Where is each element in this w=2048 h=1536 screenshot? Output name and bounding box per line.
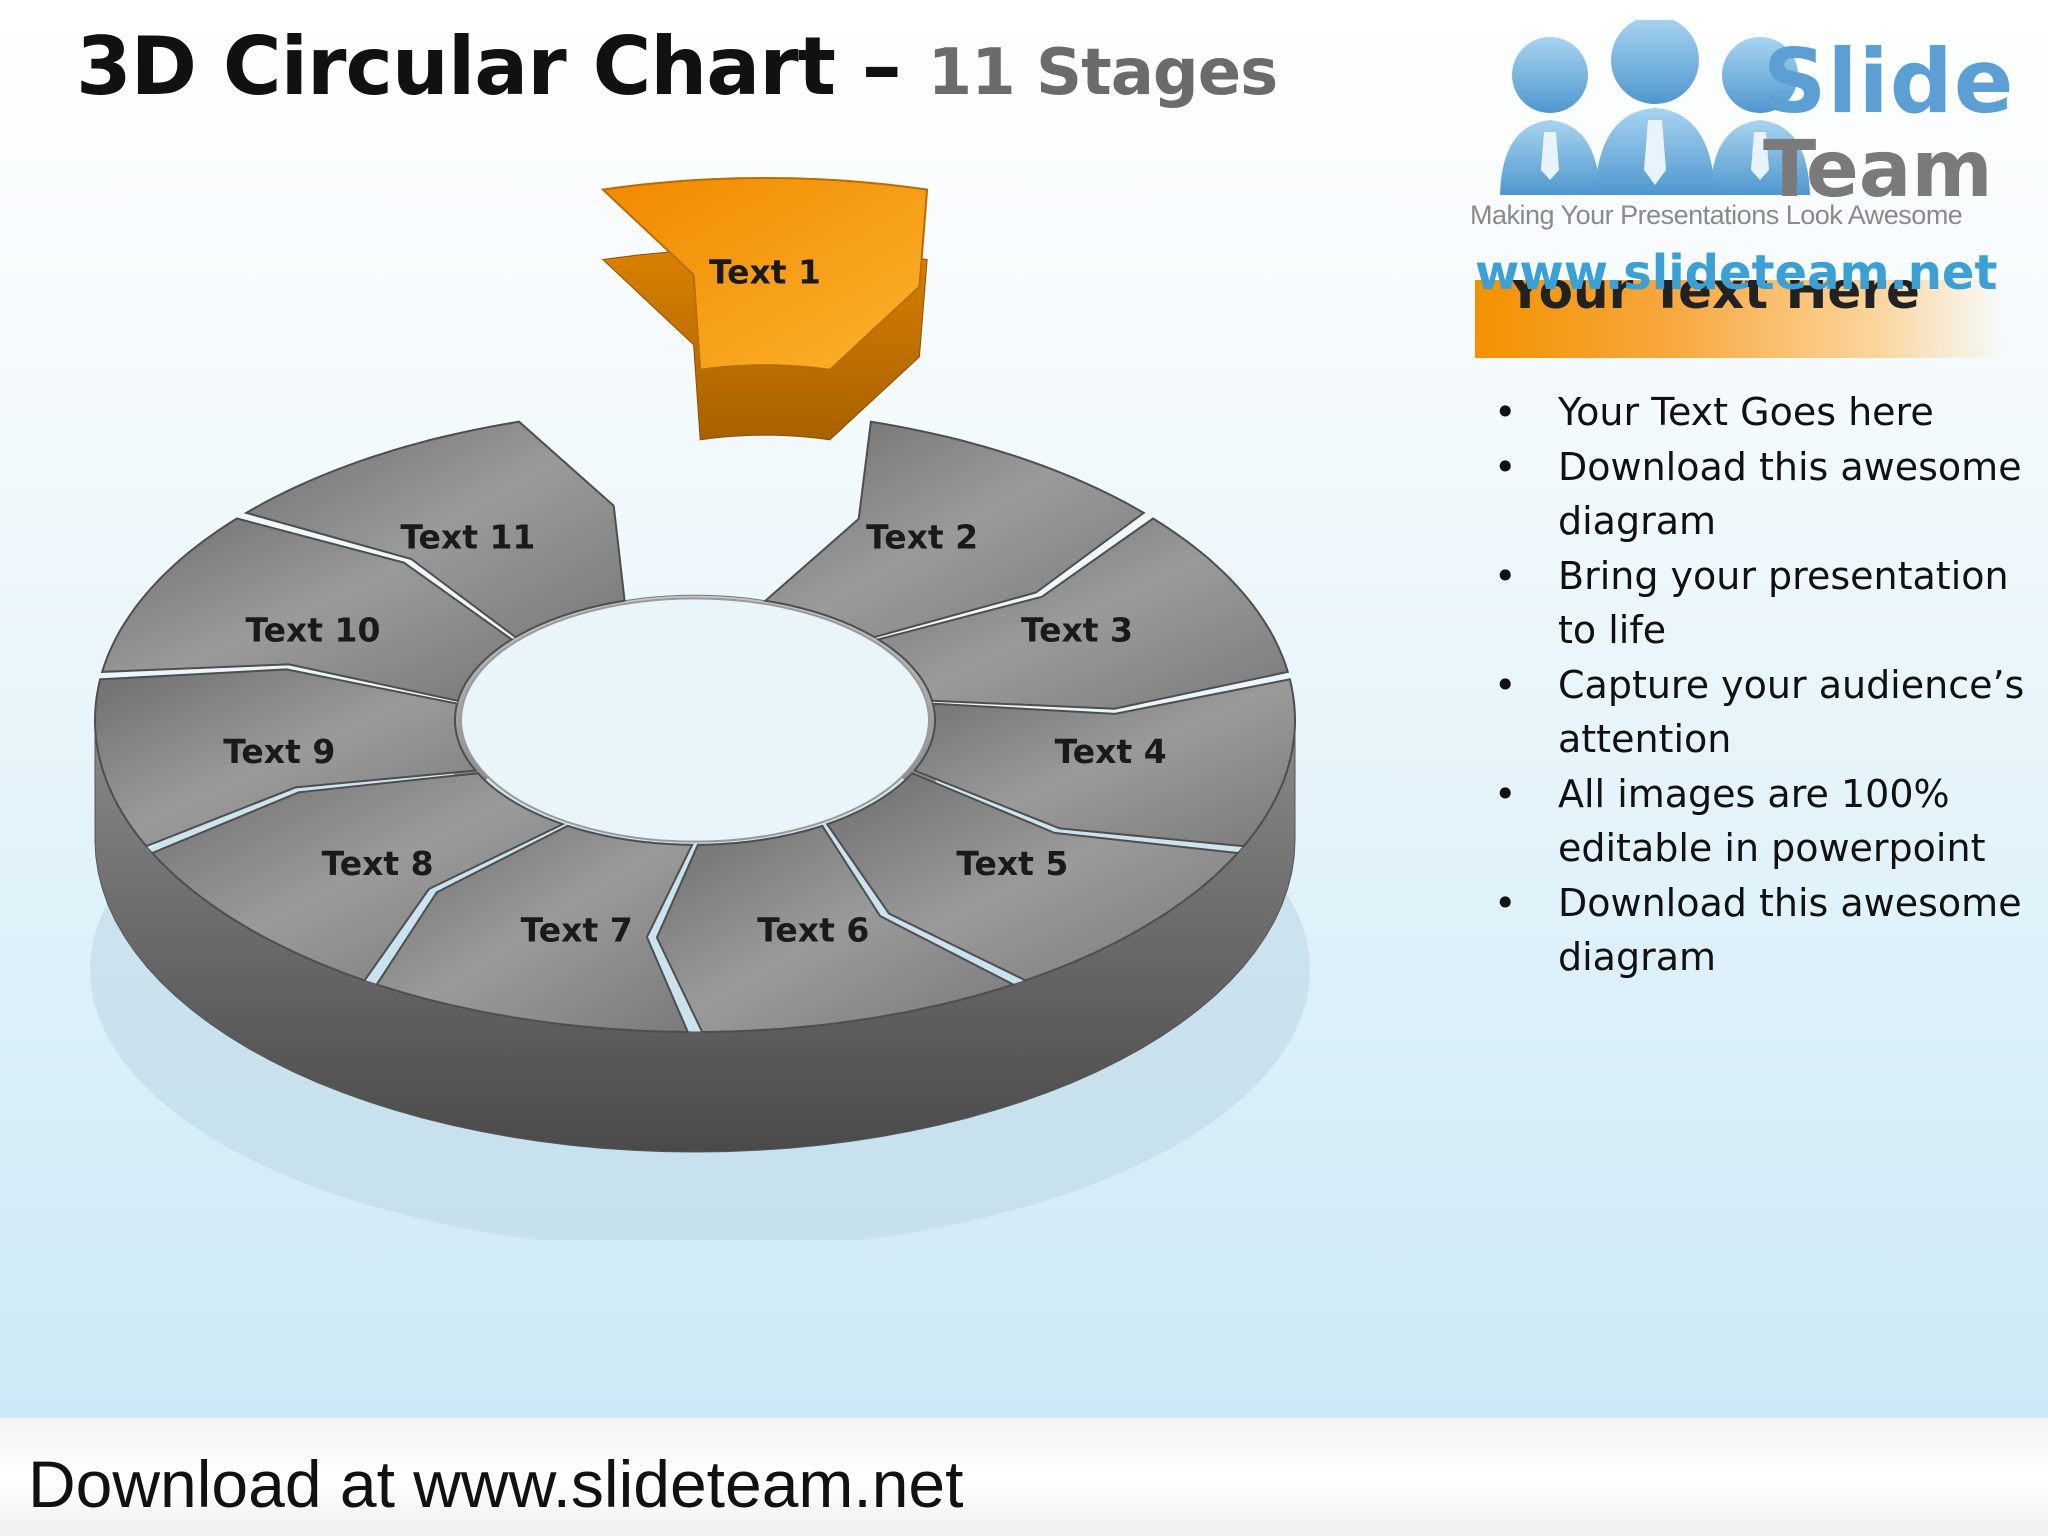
segment-label: Text 4 (1055, 732, 1167, 771)
ring-center-hole (461, 598, 929, 841)
footer-bar: Download at www.slideteam.net (0, 1418, 2048, 1536)
title-main: 3D Circular Chart – (76, 20, 901, 113)
slide-title: 3D Circular Chart – 11 Stages (76, 20, 1277, 113)
bullet-item: Download this awesome diagram (1480, 440, 2040, 549)
title-sub: 11 Stages (928, 36, 1278, 110)
segment-label: Text 1 (709, 253, 821, 292)
logo-word-slide: Slide (1763, 30, 2014, 133)
circular-ring-diagram: Text 1 Text 2 Text 3 Text 4 Text 5 Text 6 Text… (0, 140, 1400, 1240)
logo-url[interactable]: www.slideteam.net (1475, 245, 1997, 301)
bullet-item: Download this awesome diagram (1480, 876, 2040, 985)
segment-label: Text 6 (757, 911, 869, 950)
segment-label: Text 11 (400, 517, 535, 556)
segment-label: Text 7 (521, 911, 633, 950)
slideteam-logo: Slide Team Making Your Presentations Loo… (1470, 20, 2030, 310)
segment-label: Text 5 (956, 844, 1068, 883)
bullet-list: Your Text Goes here Download this awesom… (1480, 385, 2040, 985)
segment-label: Text 2 (866, 517, 978, 556)
bullet-item: Capture your audience’s attention (1480, 658, 2040, 767)
segment-label: Text 10 (246, 610, 381, 649)
segment-label: Text 9 (223, 732, 335, 771)
segment-label: Text 8 (322, 844, 434, 883)
footer-download-link[interactable]: Download at www.slideteam.net (28, 1446, 963, 1522)
bullet-item: Your Text Goes here (1480, 385, 2040, 440)
bullet-item: Bring your presentation to life (1480, 549, 2040, 658)
bullet-item: All images are 100% editable in powerpoi… (1480, 767, 2040, 876)
logo-tagline: Making Your Presentations Look Awesome (1470, 200, 1962, 231)
segment-label: Text 3 (1021, 610, 1133, 649)
